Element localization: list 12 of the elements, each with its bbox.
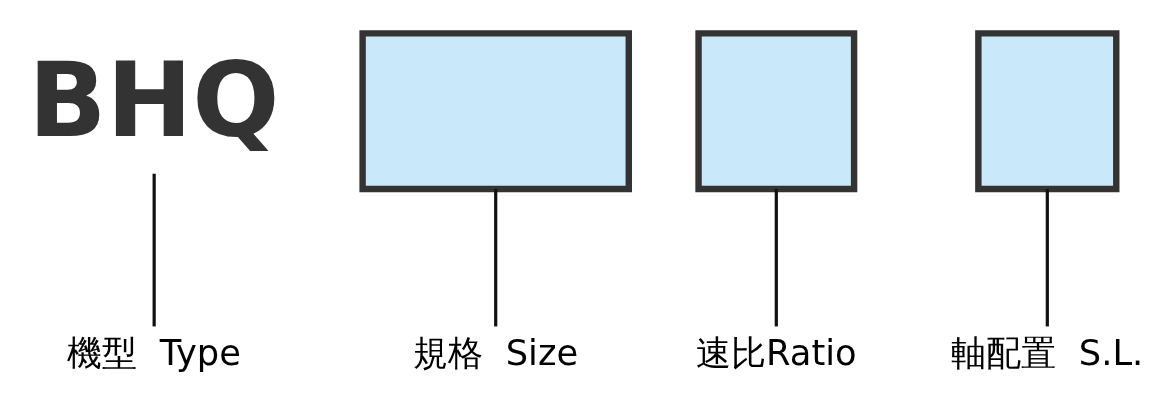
node-text: BHQ [28,40,280,160]
connector [1045,188,1049,326]
node-text: 機型 Type [67,331,241,373]
node-box [359,29,632,192]
node-box [695,29,858,192]
node-text: 軸配置 S.L. [951,331,1144,373]
connector [494,188,498,326]
node-text: 規格 Size [413,331,579,373]
node-text: 速比Ratio [696,331,857,373]
connector [152,173,156,326]
connector [774,188,778,326]
node-box [975,29,1120,192]
